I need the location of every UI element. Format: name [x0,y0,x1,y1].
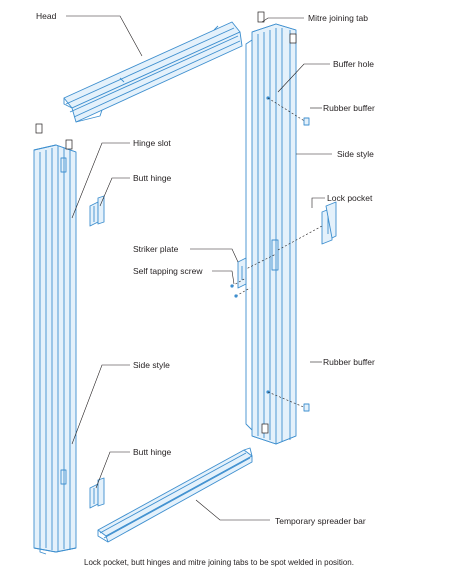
label-rubber-buffer-top: Rubber buffer [323,103,375,113]
label-hinge-slot: Hinge slot [133,138,171,148]
caption-note: Lock pocket, butt hinges and mitre joini… [84,558,354,567]
label-side-style-right: Side style [337,149,374,159]
striker-plate-part [237,253,277,289]
label-butt-hinge-bottom: Butt hinge [133,447,172,457]
lock-pocket-part [277,201,337,251]
leader-lines [66,15,332,521]
butt-hinge-top-part [89,195,105,227]
mitre-tab-right-top [257,11,265,23]
head-member [63,21,243,123]
rubber-buffer-top-part [303,117,310,126]
label-rubber-buffer-bottom: Rubber buffer [323,357,375,367]
spreader-bar [97,447,253,543]
butt-hinge-bottom-part [89,477,105,509]
label-lock-pocket: Lock pocket [327,193,373,203]
left-side-style [33,144,77,555]
label-buffer-hole: Buffer hole [333,59,374,69]
rubber-buffer-bottom-part [303,403,310,412]
label-butt-hinge-top: Butt hinge [133,173,172,183]
mitre-tab-head-left [35,123,43,134]
right-side-style [245,23,297,445]
rubber-buffer-top-dash [267,97,307,123]
rubber-buffer-bottom-dash [267,391,307,409]
label-mitre-joining-tab: Mitre joining tab [308,13,369,23]
self-tapping-screws [230,277,251,298]
label-head: Head [36,11,57,21]
mitre-tab-right-top-2 [289,33,297,44]
mitre-tab-right-bottom [261,423,269,434]
label-side-style-left: Side style [133,360,170,370]
label-striker-plate: Striker plate [133,244,179,254]
label-temporary-spreader-bar: Temporary spreader bar [275,516,366,526]
label-self-tapping-screw: Self tapping screw [133,266,203,276]
mitre-tab-left-top [65,139,73,150]
